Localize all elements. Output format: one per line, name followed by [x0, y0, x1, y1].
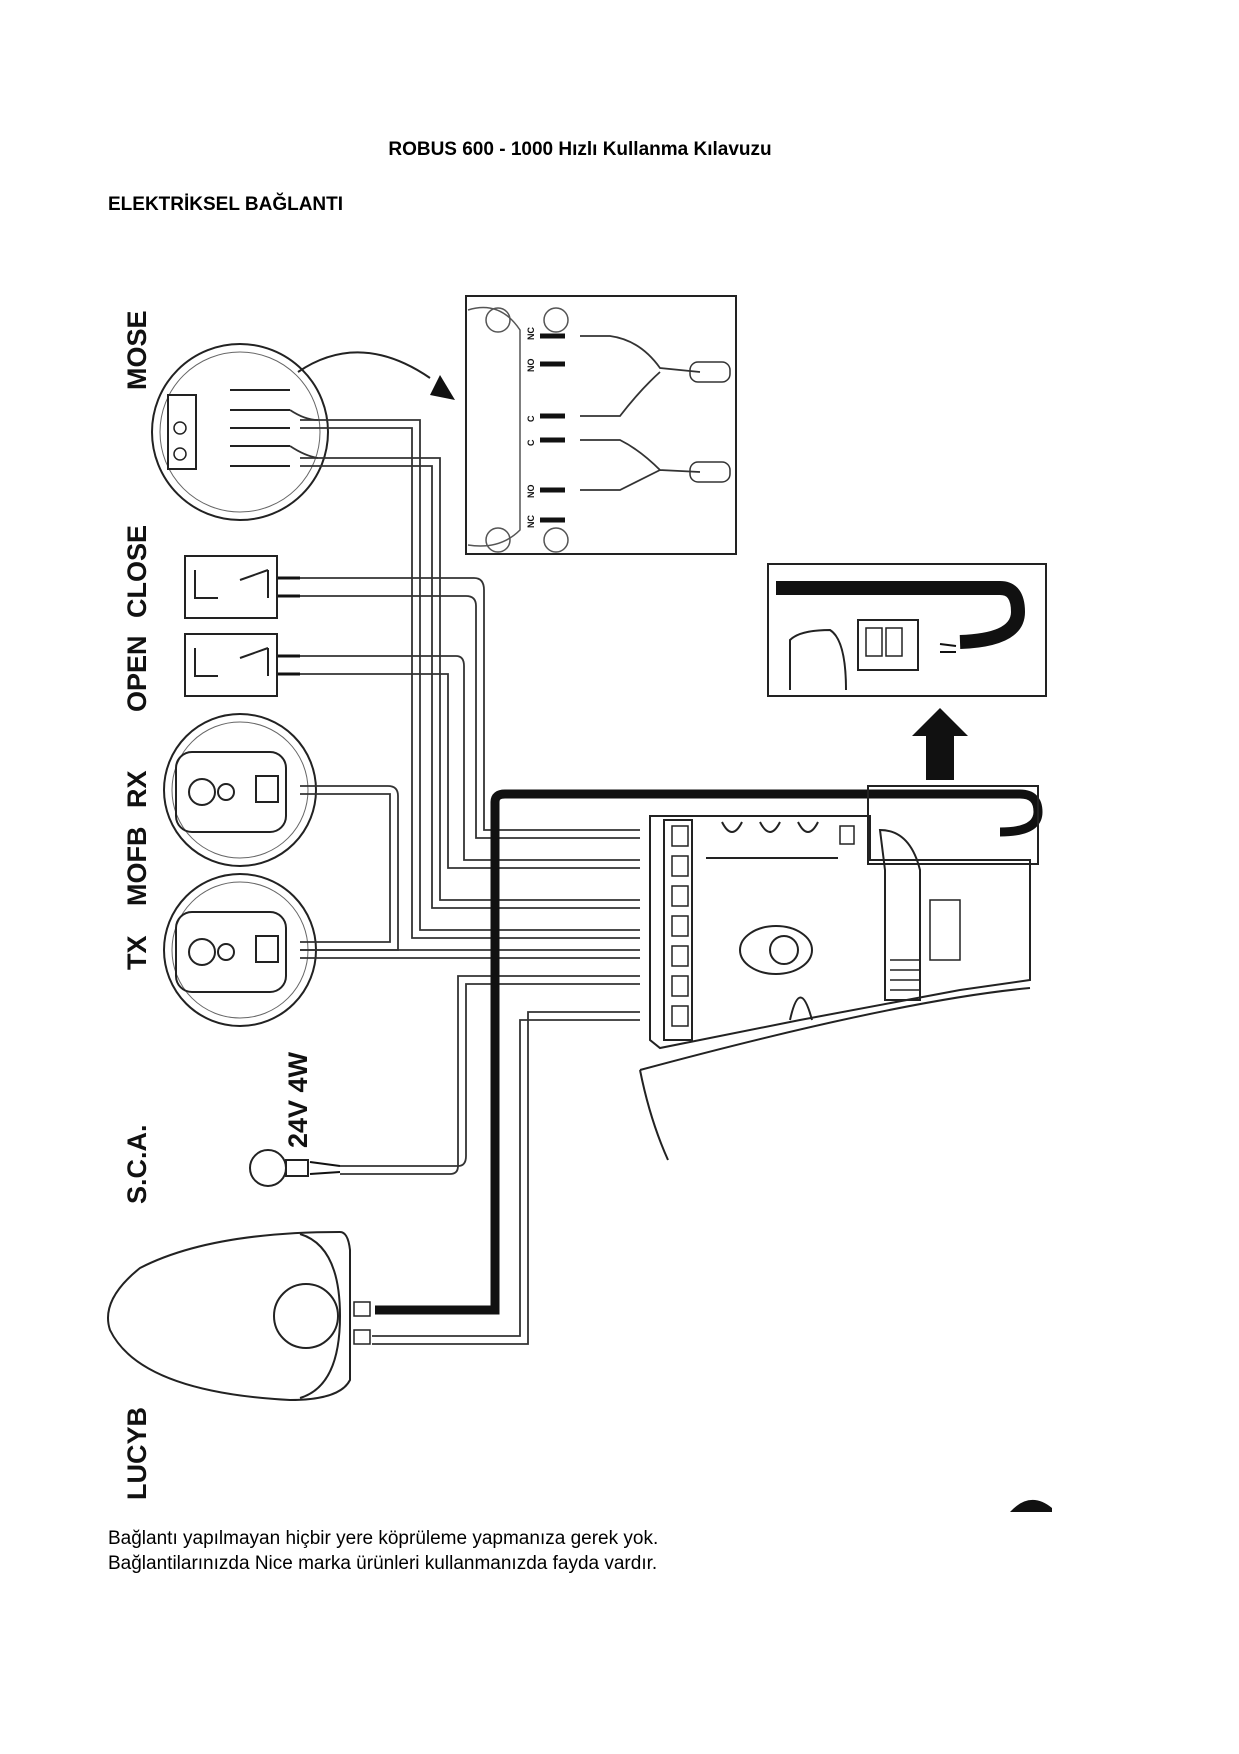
open-switch: [184, 633, 300, 697]
label-sca: S.C.A.: [122, 1124, 152, 1204]
label-tx: TX: [122, 935, 152, 970]
wire-bundles: [300, 419, 640, 1345]
label-rx: RX: [122, 770, 152, 808]
detail-arrow: [297, 351, 431, 379]
label-mofb: MOFB: [122, 827, 152, 906]
control-board: [639, 815, 1031, 1161]
sca-lamp: [249, 1149, 341, 1187]
label-mose: MOSE: [122, 310, 152, 390]
note-nice-products: Bağlantilarınızda Nice marka ürünleri ku…: [108, 1553, 658, 1574]
antenna-cable: [375, 789, 1043, 1315]
antenna-detail: [767, 563, 1047, 697]
label-close: CLOSE: [122, 525, 152, 618]
label-open: OPEN: [122, 635, 152, 712]
label-lucyb: LUCYB: [122, 1407, 152, 1500]
mose-term-c2: C: [526, 439, 536, 446]
document-title: ROBUS 600 - 1000 Hızlı Kullanma Kılavuzu: [388, 139, 772, 160]
section-title: ELEKTRİKSEL BAĞLANTI: [108, 194, 344, 215]
lucyb-flashing-light: [107, 1230, 371, 1402]
mose-term-c1: C: [526, 415, 536, 422]
tx-photocell: [163, 873, 317, 1027]
mose-term-nc1: NC: [526, 327, 536, 340]
up-arrow: [912, 708, 968, 780]
note-no-bridging: Bağlantı yapılmayan hiçbir yere köprülem…: [108, 1528, 659, 1549]
lamp-rating: 24V 4W: [283, 1051, 313, 1148]
mose-terminal-detail: NC NO C C NO NC: [465, 295, 737, 555]
mose-term-no2: NO: [526, 485, 536, 499]
rx-photocell: [163, 713, 317, 867]
detail-arrowhead: [430, 375, 455, 400]
antenna-highlight-box: [867, 785, 1039, 865]
close-switch: [184, 555, 300, 619]
mose-term-no1: NO: [526, 359, 536, 373]
page-corner-mark: [1010, 1499, 1052, 1512]
mose-term-nc2: NC: [526, 515, 536, 528]
